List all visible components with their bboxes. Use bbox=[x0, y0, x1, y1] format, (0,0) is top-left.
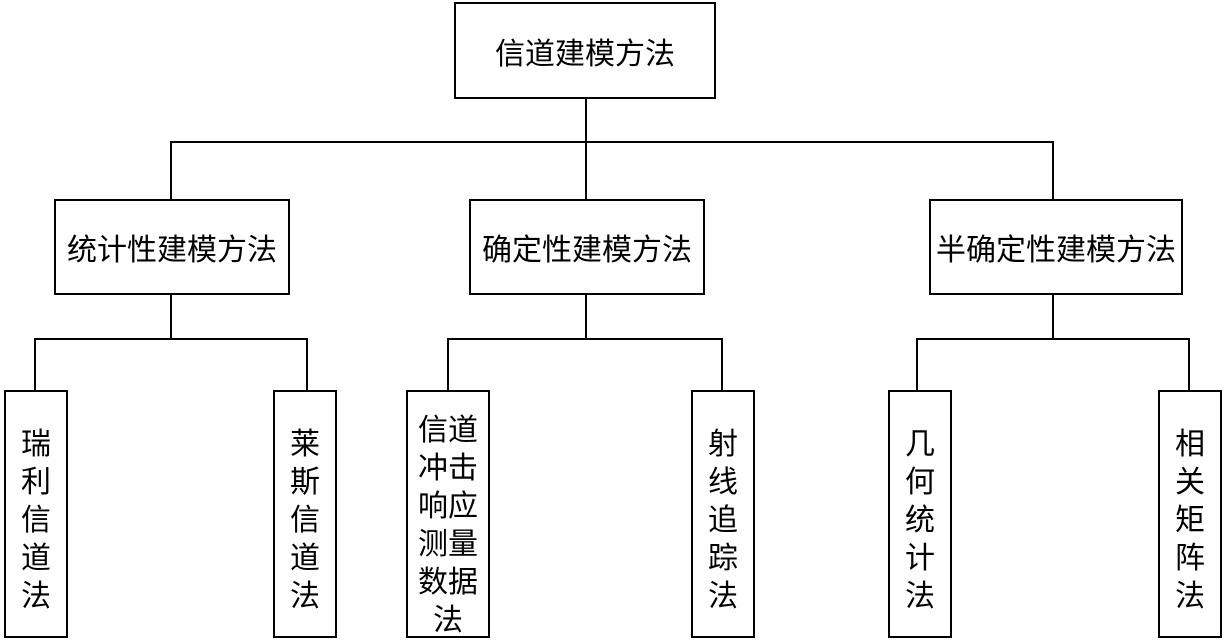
connector bbox=[447, 338, 449, 392]
method-node-rayleigh: 瑞利信道法 bbox=[4, 390, 68, 638]
connector bbox=[585, 294, 587, 339]
method-label: 射线追踪法 bbox=[708, 427, 738, 614]
connector bbox=[1052, 294, 1054, 339]
connector bbox=[170, 141, 1054, 143]
connector bbox=[585, 141, 587, 201]
connector bbox=[170, 294, 172, 339]
connector bbox=[34, 338, 36, 392]
category-node-statistical: 统计性建模方法 bbox=[54, 199, 290, 295]
connector bbox=[585, 98, 587, 142]
method-node-geometric-statistics: 几何统计法 bbox=[888, 390, 952, 638]
category-node-deterministic: 确定性建模方法 bbox=[469, 199, 705, 295]
connector bbox=[34, 338, 308, 340]
connector bbox=[1052, 141, 1054, 201]
category-label: 统计性建模方法 bbox=[67, 233, 277, 268]
connector bbox=[916, 338, 918, 392]
method-label: 莱斯信道法 bbox=[290, 427, 320, 614]
category-label: 半确定性建模方法 bbox=[936, 233, 1176, 268]
root-label: 信道建模方法 bbox=[495, 36, 675, 72]
method-label: 瑞利信道法 bbox=[21, 427, 51, 614]
connector bbox=[447, 338, 723, 340]
connector bbox=[721, 338, 723, 392]
method-node-rice: 莱斯信道法 bbox=[273, 390, 337, 638]
connector bbox=[170, 141, 172, 201]
connector bbox=[916, 338, 1190, 340]
category-node-semi-deterministic: 半确定性建模方法 bbox=[929, 199, 1183, 295]
method-label: 相关矩阵法 bbox=[1175, 427, 1205, 614]
connector bbox=[1188, 338, 1190, 392]
method-label: 几何统计法 bbox=[905, 427, 935, 614]
method-node-impulse-response: 信道冲击响应测量数据法 bbox=[406, 390, 490, 638]
method-node-correlation-matrix: 相关矩阵法 bbox=[1158, 390, 1222, 638]
method-node-ray-tracing: 射线追踪法 bbox=[691, 390, 755, 638]
category-label: 确定性建模方法 bbox=[482, 233, 692, 268]
method-label: 信道冲击响应测量数据法 bbox=[418, 413, 478, 638]
connector bbox=[306, 338, 308, 392]
root-node: 信道建模方法 bbox=[454, 2, 716, 99]
